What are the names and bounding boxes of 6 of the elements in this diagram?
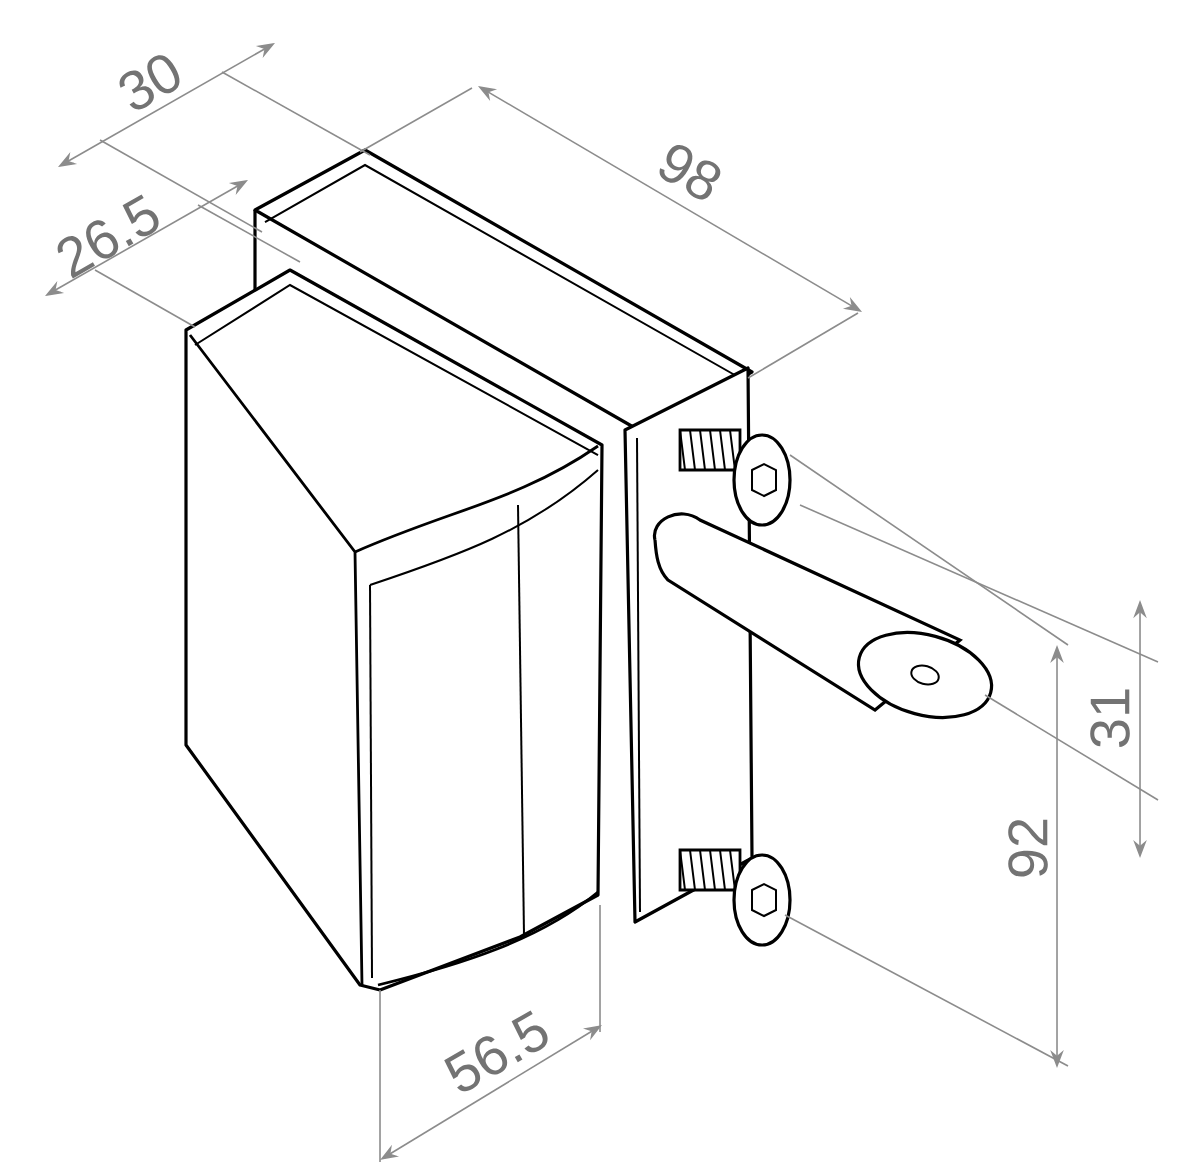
dimension-label: 92	[1008, 819, 1048, 877]
dimension-label: 31	[1090, 689, 1130, 747]
dimension-label: 30	[119, 55, 180, 110]
dimension-label: 26.5	[57, 194, 159, 279]
dimension-label: 98	[659, 144, 721, 200]
dimension-label: 56.5	[444, 1010, 548, 1092]
